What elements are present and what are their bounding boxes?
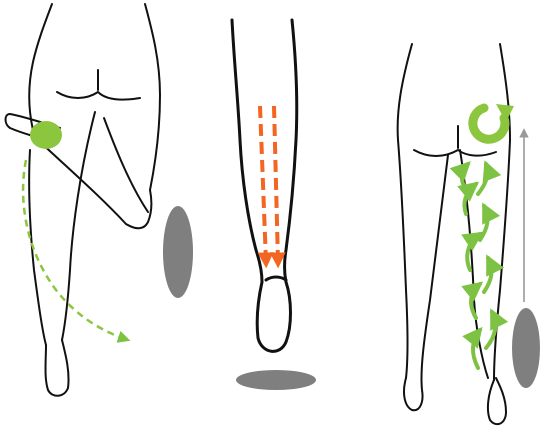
standing-leg-outer	[29, 150, 46, 345]
right-gluteal-crease	[414, 150, 496, 156]
knee-highlight	[30, 121, 62, 149]
down-arrows	[260, 106, 278, 262]
right-right-foot	[488, 378, 506, 424]
standing-foot	[46, 340, 69, 396]
left-outer-contour	[29, 4, 52, 130]
middle-leg-left	[232, 20, 262, 282]
right-left-foot	[404, 155, 448, 410]
rotation-arrow	[473, 104, 514, 139]
down-arrow-right	[274, 106, 278, 262]
middle-shadow	[236, 370, 316, 390]
down-arrow-left	[260, 106, 266, 262]
middle-heel-line	[266, 277, 286, 280]
right-outer-contour	[398, 44, 412, 378]
bent-thigh-lower	[38, 140, 151, 228]
panel-right	[398, 44, 510, 424]
bent-thigh-upper	[104, 118, 148, 212]
standing-leg-inner	[62, 112, 95, 340]
left-shadow	[163, 206, 193, 298]
gluteal-crease	[57, 92, 140, 100]
panel-left	[6, 4, 161, 396]
right-hip-contour	[145, 4, 160, 190]
middle-foot	[257, 282, 290, 351]
middle-leg-right	[285, 20, 297, 282]
dashed-curve-arrow	[23, 160, 128, 340]
right-shadow	[512, 308, 540, 388]
